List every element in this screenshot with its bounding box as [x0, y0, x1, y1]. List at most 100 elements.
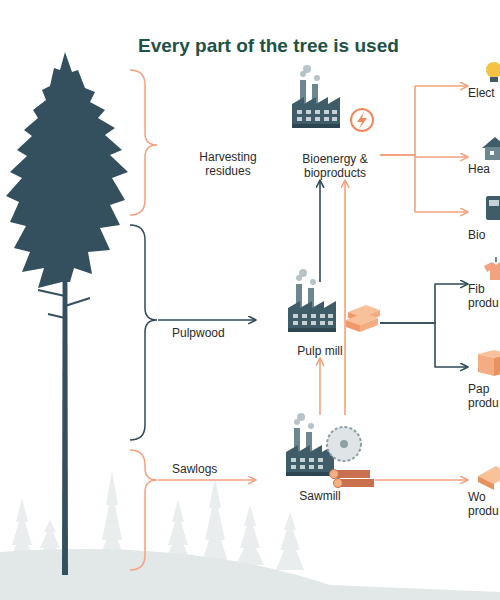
fuel-pump-icon [486, 196, 500, 220]
factory-icon [302, 321, 307, 325]
factory-icon [318, 465, 323, 469]
box-icon [494, 354, 500, 376]
node-text: Elect [468, 86, 495, 100]
factory-icon [309, 465, 314, 469]
factory-icon [320, 321, 325, 325]
factory-icon [328, 321, 333, 325]
house-icon [490, 151, 494, 155]
factory-icon [299, 269, 307, 277]
bracket [130, 70, 157, 215]
factory-icon [318, 458, 323, 462]
factory-icon [286, 445, 334, 476]
flow-arrow [380, 155, 468, 212]
factory-icon [300, 465, 305, 469]
factory-icon [332, 110, 337, 114]
factory-icon [288, 301, 336, 332]
node-text: Fib produ [468, 282, 500, 310]
facility-node: Pulp mill [260, 282, 380, 358]
lumber-icon [360, 318, 378, 332]
factory-icon [311, 321, 316, 325]
node-text: Bioenergy & bioproducts [290, 152, 380, 180]
ground-hill [0, 549, 500, 600]
diagram-title: Every part of the tree is used [138, 35, 399, 57]
factory-icon [309, 458, 314, 462]
log-pile [330, 470, 339, 479]
house-icon [482, 137, 500, 160]
shirt-icon [484, 257, 500, 280]
fuel-pump-icon [486, 196, 500, 220]
factory-icon [293, 314, 298, 318]
log-pile [334, 470, 370, 478]
pine-tree [6, 52, 128, 288]
background-trees [201, 478, 229, 565]
flow-arrow [380, 86, 468, 155]
saw-blade [327, 427, 361, 461]
factory-icon [303, 65, 311, 73]
saw-blade [340, 440, 348, 448]
flow-arrow [319, 358, 321, 415]
fuel-pump-icon [489, 200, 499, 206]
factory-icon [291, 465, 296, 469]
pine-tree [6, 52, 128, 575]
bracket [130, 70, 157, 570]
node-text: Pulp mill [297, 344, 342, 358]
product-node: Bio [468, 190, 500, 242]
node-text: Pap produ [468, 382, 500, 410]
flow-label: Harvesting residues [186, 150, 270, 178]
house-icon [485, 147, 500, 160]
lumber-icon [346, 305, 380, 332]
box-icon [478, 350, 500, 376]
input-arrow [158, 319, 256, 321]
factory-icon [293, 321, 298, 325]
factory-icon [297, 110, 302, 114]
factory-icon [292, 97, 340, 128]
factory-icon [288, 328, 336, 332]
factory-icon [286, 472, 334, 476]
flow-arrow [380, 155, 468, 157]
factory-icon [308, 423, 314, 429]
node-text: Bio [468, 228, 485, 242]
flow-arrow [375, 479, 468, 481]
product-node: Pap produ [468, 348, 500, 410]
factory-icon [292, 124, 340, 128]
factory-icon [332, 117, 337, 121]
box-icon [478, 354, 494, 376]
factory-icon [328, 314, 333, 318]
bulb-icon [486, 62, 500, 78]
flow-label: Pulpwood [172, 326, 242, 340]
node-text: Wo produ [468, 490, 500, 518]
flow-arrow [344, 180, 346, 415]
factory-icon [288, 269, 336, 332]
energy-badge [351, 109, 373, 131]
product-node: Fib produ [468, 266, 500, 310]
input-arrow [158, 320, 256, 480]
factory-icon [292, 65, 340, 128]
bracket [130, 225, 157, 440]
node-text: Hea [468, 162, 490, 176]
log-pile [334, 479, 343, 488]
bracket [130, 450, 157, 570]
factory-icon [315, 117, 320, 121]
flow-arrow [380, 323, 468, 367]
lumber-icon [346, 320, 360, 332]
factory-icon [324, 117, 329, 121]
energy-badge [351, 109, 373, 131]
product-node: Hea [468, 140, 500, 176]
factory-icon [302, 314, 307, 318]
bulb-icon [490, 77, 498, 82]
factory-icon [315, 110, 320, 114]
factory-icon [291, 458, 296, 462]
product-node: Wo produ [468, 462, 500, 518]
factory-icon [297, 117, 302, 121]
house-icon [482, 137, 500, 148]
facility-node: Bioenergy & bioproducts [290, 72, 380, 180]
log-pile [330, 470, 375, 488]
bulb-icon [486, 62, 500, 82]
factory-icon [311, 314, 316, 318]
plank-icon [478, 466, 500, 490]
saw-blade [327, 427, 361, 461]
background-trees [276, 512, 304, 570]
plank-icon [478, 476, 494, 490]
shirt-icon [484, 262, 500, 280]
